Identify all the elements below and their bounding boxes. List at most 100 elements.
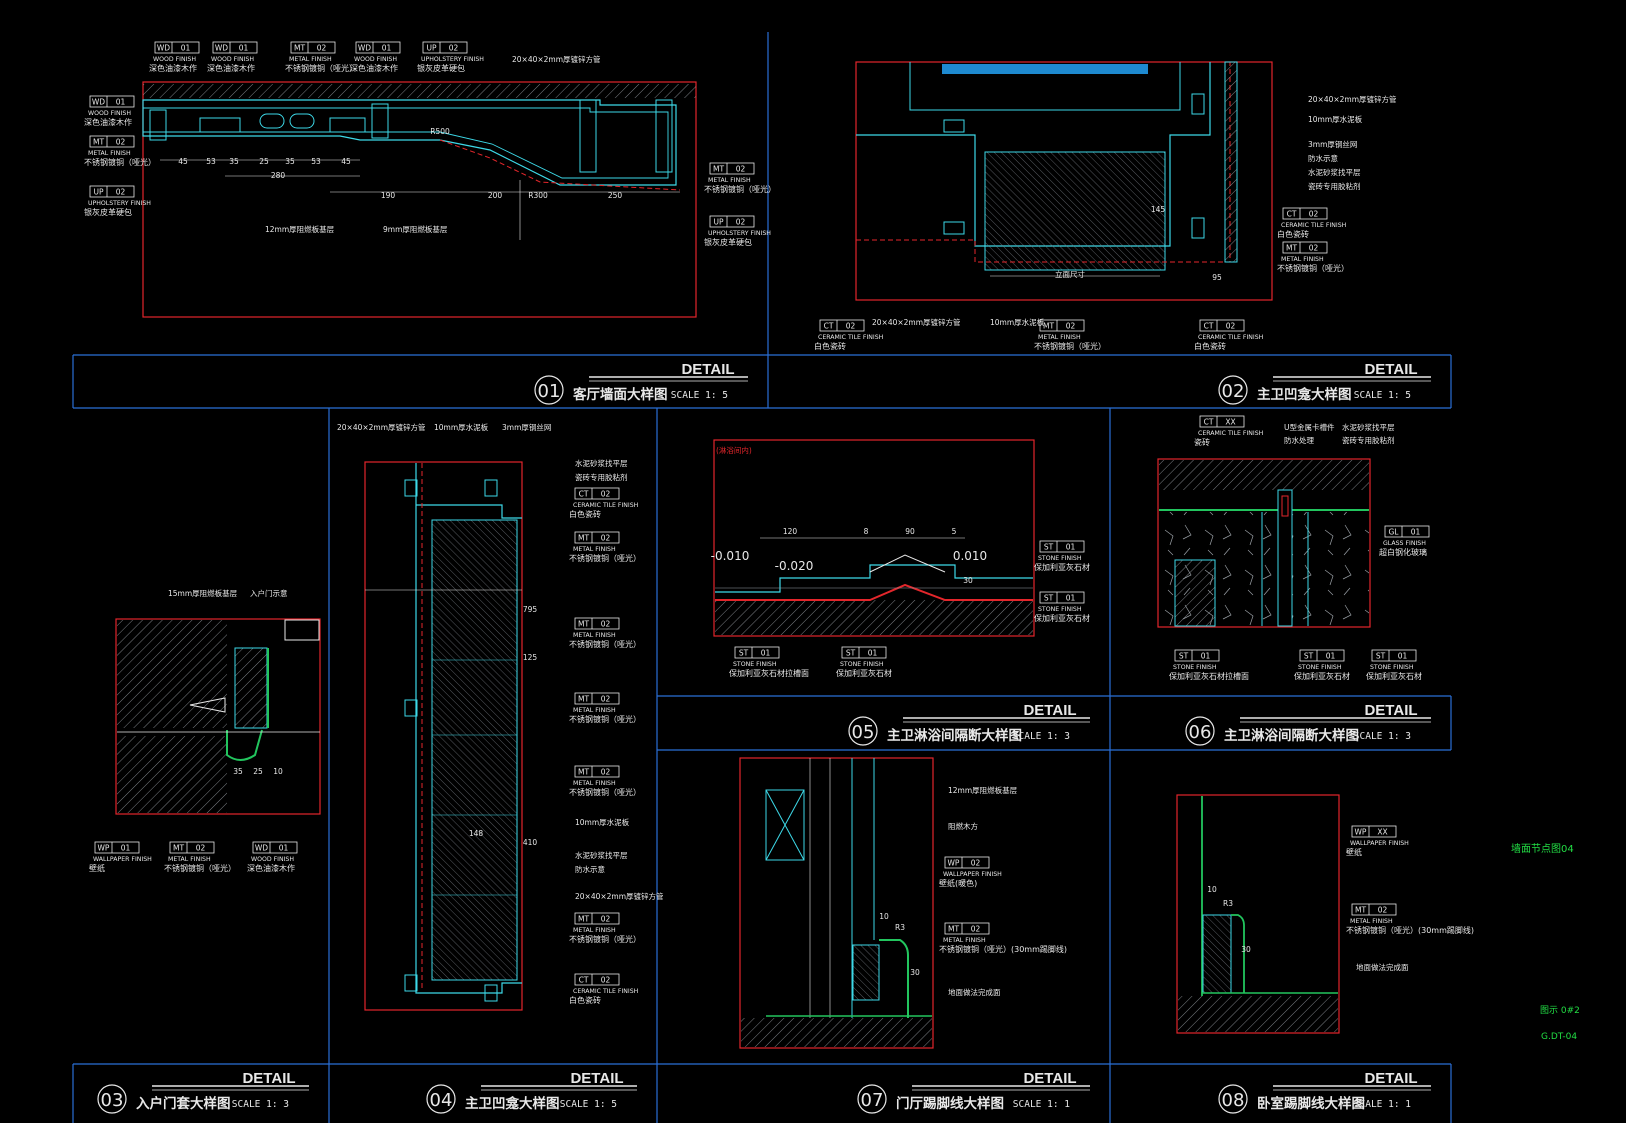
tag-finish-cn: 不锈钢镀铜（哑光）	[285, 63, 357, 73]
dimension-value: -0.020	[775, 559, 814, 573]
detail-scale: SCALE 1: 1	[1013, 1099, 1070, 1110]
tag-code: CT	[1204, 322, 1214, 331]
tag-finish-cn: 保加利亚灰石材	[1034, 562, 1090, 572]
tag-finish-en: STONE FINISH	[1370, 664, 1414, 671]
detail-label: DETAIL	[1023, 1070, 1076, 1087]
detail-scale: SCALE 1: 3	[1013, 731, 1070, 742]
annotation-note: 20×40×2mm厚镀锌方管	[512, 54, 601, 64]
tag-number: 01	[1201, 652, 1211, 661]
tag-finish-cn: 银灰皮革硬包	[84, 207, 132, 217]
tag-finish-cn: 银灰皮革硬包	[704, 237, 752, 247]
dimension-value: R3	[895, 923, 905, 932]
tag-box	[944, 922, 990, 935]
tag-finish-cn: 白色瓷砖	[1277, 229, 1309, 239]
annotation-note: 防水示意	[1308, 153, 1338, 163]
tag-number: 01	[1411, 528, 1421, 537]
tag-number: 02	[116, 138, 126, 147]
detail-number: 01	[538, 381, 561, 402]
tag-box	[212, 41, 258, 54]
dimension-value: 795	[523, 605, 538, 614]
tag-box	[422, 41, 468, 54]
dimension-value: 30	[1241, 945, 1251, 954]
dimension-value: R500	[430, 127, 450, 136]
dimension-value: 45	[178, 157, 188, 166]
sheet-name-label: 墙面节点图04	[1511, 844, 1574, 855]
tag-box	[734, 646, 780, 659]
tag-box	[1039, 591, 1085, 604]
tag-number: 01	[279, 844, 289, 853]
tag-finish-cn: 保加利亚灰石材	[1294, 671, 1350, 681]
tag-code: CT	[579, 976, 589, 985]
tag-number: 02	[971, 859, 981, 868]
tag-finish-cn: 壁纸(暖色)	[939, 878, 977, 888]
dimension-value: 250	[608, 191, 623, 200]
dimension-value: 410	[523, 838, 538, 847]
tag-finish-en: METAL FINISH	[573, 927, 616, 934]
tag-code: WP	[948, 859, 960, 868]
detail-number-circle	[426, 1084, 456, 1114]
dimension-value: 35	[233, 767, 243, 776]
tag-finish-en: WOOD FINISH	[211, 56, 254, 63]
tag-number: 01	[1326, 652, 1336, 661]
tag-box	[1282, 241, 1328, 254]
tag-box	[1351, 903, 1397, 916]
tag-number: 02	[971, 925, 981, 934]
detail-title: 主卫淋浴间隔断大样图	[887, 727, 1022, 744]
tag-number: 02	[1309, 210, 1319, 219]
tag-code: WD	[92, 98, 105, 107]
tag-box	[574, 912, 620, 925]
tag-box	[819, 319, 865, 332]
tag-code: ST	[1179, 652, 1189, 661]
annotation-note: 20×40×2mm厚镀锌方管	[575, 891, 664, 901]
tag-code: MT	[1043, 322, 1054, 331]
detail-scale: SCALE 1: 5	[671, 390, 728, 401]
annotation-note: (淋浴间内)	[716, 445, 752, 455]
tag-number: 02	[601, 620, 611, 629]
tag-finish-en: WOOD FINISH	[251, 856, 294, 863]
annotation-note: 防水示意	[575, 864, 605, 874]
tag-code: WD	[255, 844, 268, 853]
tag-finish-cn: 不锈钢镀铜（哑光）	[1277, 263, 1349, 273]
tag-code: WP	[1355, 828, 1367, 837]
tag-finish-en: METAL FINISH	[88, 150, 131, 157]
annotation-note: 9mm厚阻燃板基层	[383, 224, 448, 234]
tag-box	[574, 531, 620, 544]
detail-title: 主卫淋浴间隔断大样图	[1224, 727, 1359, 744]
detail-label: DETAIL	[1364, 1070, 1417, 1087]
detail-title: 主卫凹龛大样图	[1257, 386, 1352, 403]
tag-code: MT	[578, 695, 589, 704]
tag-number: 01	[121, 844, 131, 853]
dimension-value: 35	[229, 157, 239, 166]
tag-finish-en: METAL FINISH	[573, 546, 616, 553]
detail-title: 门厅踢脚线大样图	[896, 1095, 1004, 1112]
wall-hatch	[143, 84, 696, 98]
detail-04-drawing	[364, 461, 523, 1011]
tag-box	[1174, 649, 1220, 662]
tag-finish-en: METAL FINISH	[573, 707, 616, 714]
tag-finish-cn: 深色油漆木作	[149, 63, 197, 73]
tag-box	[574, 973, 620, 986]
tag-code: WD	[157, 44, 170, 53]
tag-number: 01	[868, 649, 878, 658]
dimension-value: 0.010	[953, 549, 987, 563]
detail-label: DETAIL	[681, 361, 734, 378]
annotation-note: 瓷砖专用胶粘剂	[1308, 181, 1361, 191]
tag-code: WD	[215, 44, 228, 53]
tag-box	[89, 95, 135, 108]
tag-finish-en: WALLPAPER FINISH	[93, 856, 152, 863]
tag-box	[574, 692, 620, 705]
tag-box	[89, 185, 135, 198]
